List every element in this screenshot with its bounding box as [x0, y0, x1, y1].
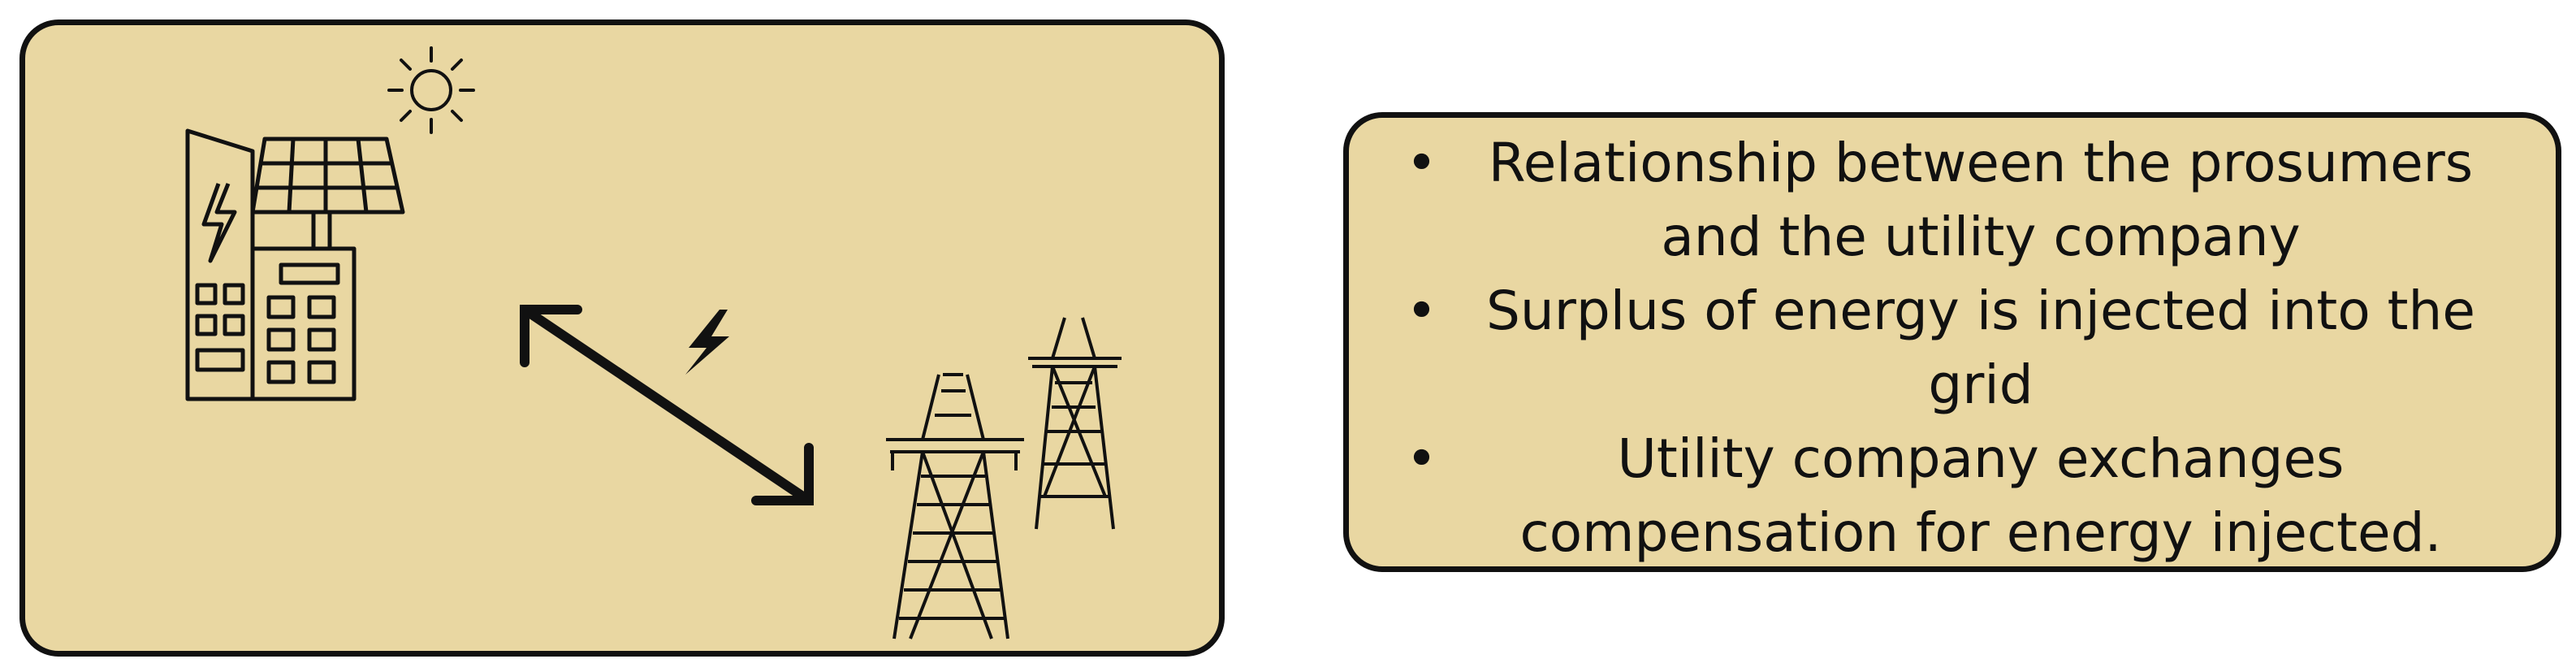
bullet-marker: •: [1406, 427, 1437, 490]
bidirectional-arrow-icon: [520, 305, 814, 505]
bullet-marker: •: [1406, 132, 1437, 194]
bullet-text: Surplus of energy is injected into the g…: [1485, 280, 2475, 416]
bullet-marker: •: [1406, 280, 1437, 342]
bullet-item: • Utility company exchanges compensation…: [1398, 422, 2507, 570]
transmission-tower-icon: [886, 317, 1122, 639]
prosumer-building-solar-icon: [185, 128, 405, 401]
illustration-panel: [19, 20, 1225, 657]
bullet-item: • Relationship between the prosumers and…: [1398, 126, 2507, 274]
bullet-list: • Relationship between the prosumers and…: [1398, 126, 2507, 570]
bullet-text: Relationship between the prosumers and t…: [1488, 132, 2474, 268]
lightning-icon: [685, 310, 729, 375]
bullet-item: • Surplus of energy is injected into the…: [1398, 274, 2507, 422]
bullet-text: Utility company exchanges compensation f…: [1519, 427, 2442, 564]
description-panel: • Relationship between the prosumers and…: [1343, 112, 2561, 572]
sun-icon: [387, 46, 475, 134]
